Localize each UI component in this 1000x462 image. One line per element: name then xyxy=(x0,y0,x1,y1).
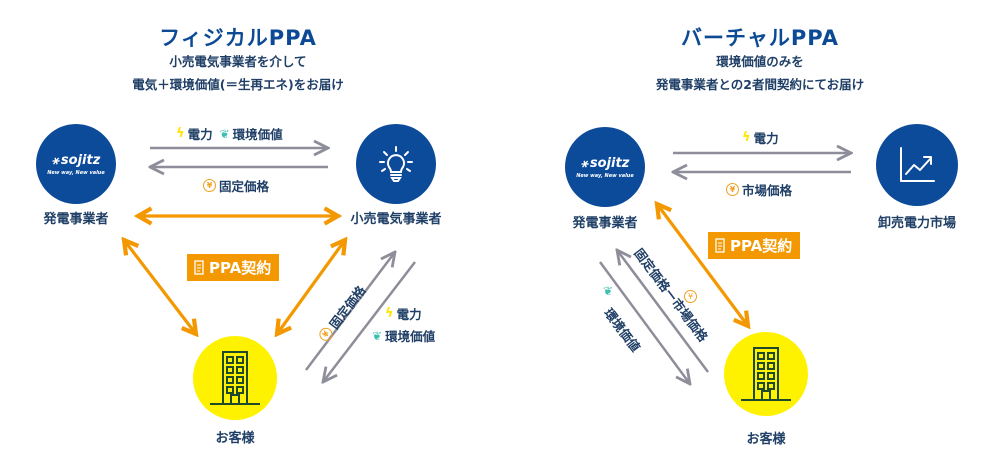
virtual-flow-power: ϟ 電力 xyxy=(742,128,779,147)
env-label: 環境価値 xyxy=(385,329,436,344)
yen-coin-icon: ¥ xyxy=(203,179,216,192)
env-label: 環境価値 xyxy=(232,127,283,142)
virtual-market-node xyxy=(876,124,958,206)
logo-tagline: New way, New value xyxy=(47,169,105,176)
leaf-icon: ❦ xyxy=(603,284,614,298)
virtual-ppa-contract-badge: PPA契約 xyxy=(708,232,801,259)
lightning-bolt-icon: ϟ xyxy=(742,130,751,145)
building-icon xyxy=(741,347,791,401)
power-label: 電力 xyxy=(187,127,213,142)
physical-customer-label: お客様 xyxy=(215,431,255,446)
physical-ppa-subtitle-1: 小売電気事業者を介して xyxy=(169,54,307,69)
virtual-contract-arrow xyxy=(657,204,748,326)
physical-ppa-title: フィジカルPPA xyxy=(159,26,317,50)
leaf-icon: ❦ xyxy=(372,328,383,343)
virtual-generator-label: 発電事業者 xyxy=(572,216,638,231)
building-icon xyxy=(210,351,260,405)
contract-label: PPA契約 xyxy=(209,259,272,277)
virtual-ppa-title: バーチャルPPA xyxy=(681,26,839,50)
lightbulb-icon xyxy=(379,146,413,182)
physical-retailer-node xyxy=(356,124,436,204)
virtual-customer-node xyxy=(724,332,808,416)
yen-coin-icon: ¥ xyxy=(684,290,697,303)
document-icon xyxy=(194,260,204,275)
physical-flow-fixed-price: ¥ 固定価格 xyxy=(203,176,269,195)
virtual-market-label: 卸売電力市場 xyxy=(877,216,956,231)
contract-label: PPA契約 xyxy=(730,237,793,255)
physical-customer-node xyxy=(193,336,277,420)
physical-diag-env: ❦ 環境価値 xyxy=(372,326,435,345)
sojitz-logo-icon: ⚹sojitz New way, New value xyxy=(576,155,634,179)
leaf-icon: ❦ xyxy=(219,126,230,141)
fixed-price-label: 固定価格 xyxy=(219,179,270,194)
lightning-bolt-icon: ϟ xyxy=(385,306,394,321)
physical-generator-label: 発電事業者 xyxy=(43,212,109,227)
logo-name: sojitz xyxy=(589,155,630,171)
physical-contract-arrow-left xyxy=(124,240,196,334)
sojitz-logo-icon: ⚹sojitz New way, New value xyxy=(47,152,105,176)
lightning-bolt-icon: ϟ xyxy=(176,126,185,141)
logo-tagline: New way, New value xyxy=(576,172,634,179)
yen-coin-icon: ¥ xyxy=(726,183,739,196)
virtual-env-diag-arrow xyxy=(598,261,690,384)
physical-generator-node: ⚹sojitz New way, New value xyxy=(36,124,116,204)
power-label: 電力 xyxy=(396,307,422,322)
document-icon xyxy=(715,238,725,253)
physical-power-env-diag-arrow xyxy=(323,261,416,382)
physical-diag-power: ϟ 電力 xyxy=(385,304,422,323)
virtual-ppa-subtitle-2: 発電事業者との2者間契約にてお届け xyxy=(655,77,865,92)
market-price-label: 市場価格 xyxy=(742,183,793,198)
virtual-generator-node: ⚹sojitz New way, New value xyxy=(565,127,645,207)
physical-contract-arrow-right xyxy=(277,240,345,334)
power-label: 電力 xyxy=(753,131,779,146)
physical-ppa-contract-badge: PPA契約 xyxy=(187,254,280,281)
physical-retailer-label: 小売電気事業者 xyxy=(350,212,442,227)
virtual-ppa-subtitle-1: 環境価値のみを xyxy=(716,54,804,69)
virtual-customer-label: お客様 xyxy=(746,432,786,447)
physical-fixed-price-diag-arrow xyxy=(305,252,395,371)
physical-flow-power-env: ϟ 電力 ❦ 環境価値 xyxy=(176,124,283,143)
physical-ppa-subtitle-2: 電気＋環境価値(＝生再エネ)をお届け xyxy=(132,77,344,92)
virtual-flow-market-price: ¥ 市場価格 xyxy=(726,180,792,199)
virtual-fixed-minus-market-arrow xyxy=(617,250,710,373)
chart-trend-icon xyxy=(900,147,935,182)
logo-name: sojitz xyxy=(60,152,101,168)
